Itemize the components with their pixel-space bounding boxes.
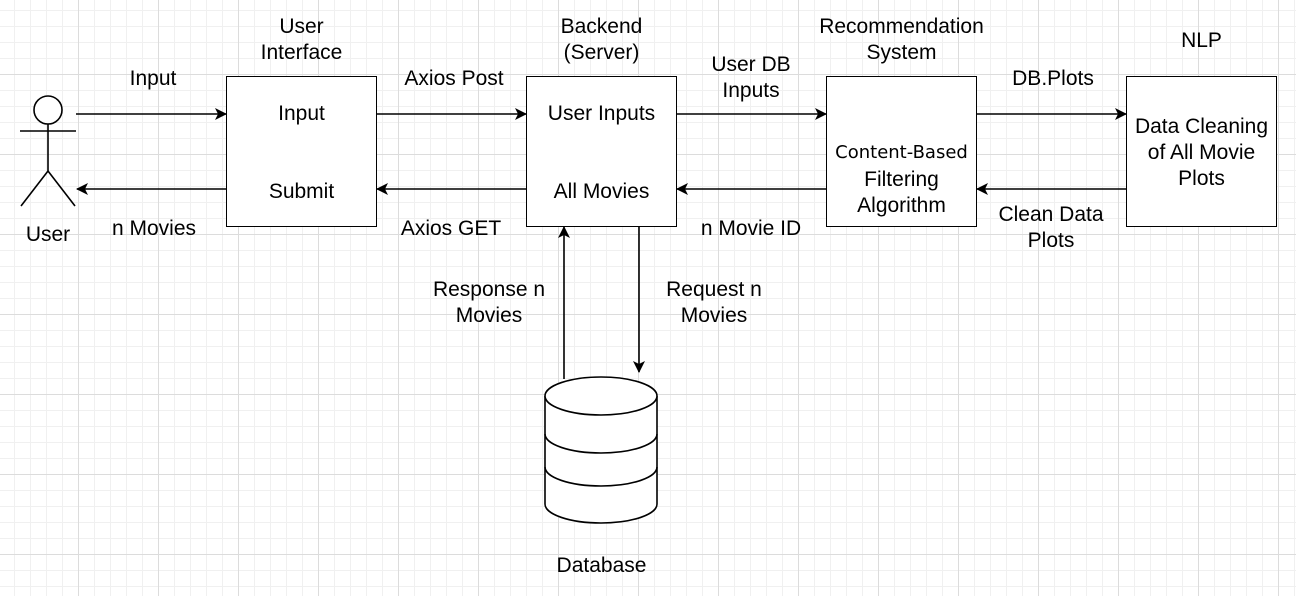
recommendation-system-title: Recommendation System (819, 15, 984, 64)
backend-box (526, 76, 677, 227)
nlp-body: Data Cleaning of All Movie Plots (1134, 115, 1269, 190)
edge-label-ui-to-user: n Movies (111, 217, 197, 240)
nlp-title: NLP (1181, 29, 1222, 52)
database-icon (544, 376, 658, 524)
edge-label-user-to-ui: Input (129, 67, 177, 90)
ui-input-label: Input (278, 102, 325, 125)
edge-label-backend-to-db: Request n Movies (666, 278, 762, 327)
backend-movies-label: All Movies (553, 180, 650, 203)
edge-label-backend-to-ui: Axios GET (400, 217, 502, 240)
user-actor-icon (20, 95, 76, 207)
edge-label-nlp-to-rec: Clean Data Plots (998, 203, 1104, 252)
ui-submit-label: Submit (268, 180, 335, 203)
user-actor-label: User (25, 223, 71, 246)
recommendation-system-box (826, 76, 977, 227)
edge-label-rec-to-nlp: DB.Plots (1012, 67, 1094, 90)
edge-label-ui-to-backend: Axios Post (404, 67, 504, 90)
algorithm-label-line1: Content-Based (835, 142, 968, 163)
user-interface-title: User Interface (260, 15, 343, 64)
backend-inputs-label: User Inputs (547, 102, 656, 125)
backend-title: Backend (Server) (560, 15, 643, 64)
algorithm-label-line2: Filtering Algorithm (857, 168, 946, 217)
edge-label-db-to-backend: Response n Movies (432, 278, 546, 327)
database-label: Database (556, 554, 647, 577)
user-interface-box (226, 76, 377, 227)
edge-label-rec-to-backend: n Movie ID (700, 217, 802, 240)
nlp-box (1126, 76, 1277, 227)
edge-label-backend-to-rec: User DB Inputs (711, 53, 791, 102)
